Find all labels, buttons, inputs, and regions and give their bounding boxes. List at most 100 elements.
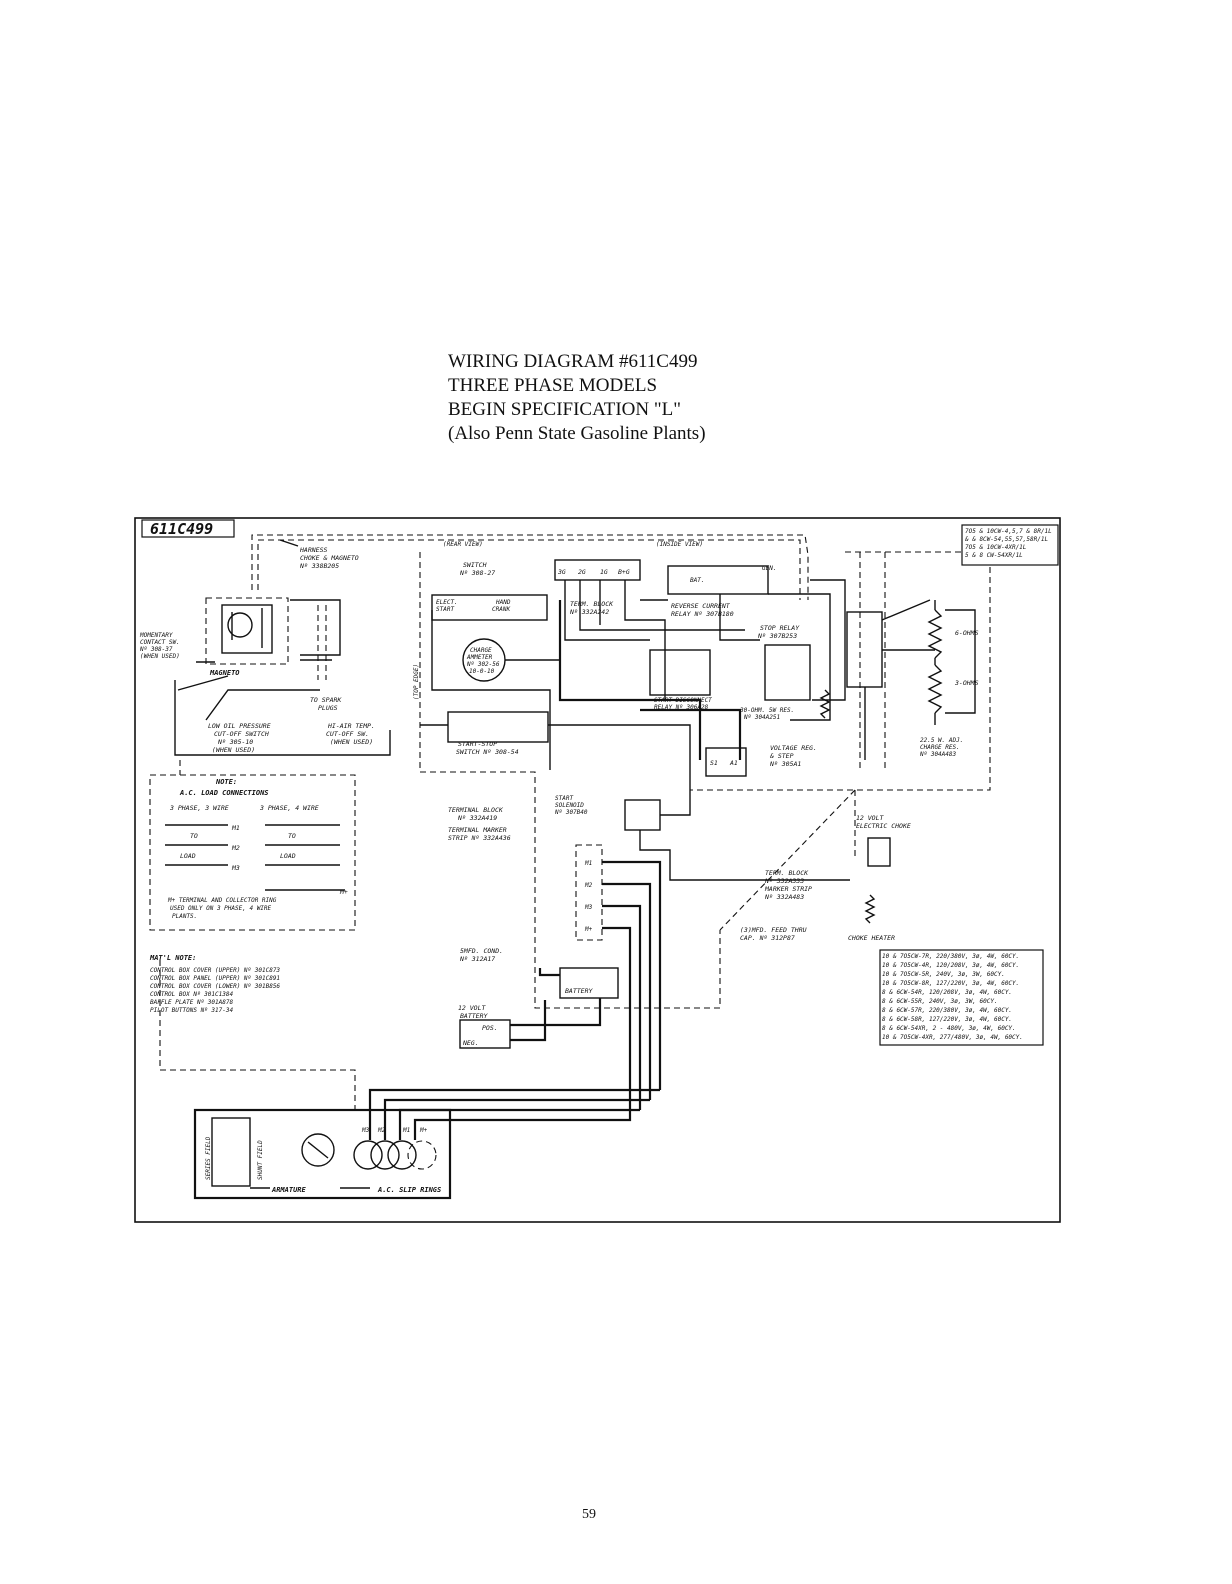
- title-line-4: (Also Penn State Gasoline Plants): [448, 423, 706, 444]
- note-to-left: TO: [190, 832, 198, 840]
- reverse-relay-label: REVERSE CURRENT RELAY Nº 307B180: [671, 602, 734, 618]
- model-row: 10 & 7O5CW-4R, 120/208V, 3ø, 4W, 60CY.: [882, 962, 1019, 969]
- title-line-2: THREE PHASE MODELS: [448, 375, 658, 396]
- stop-relay: [764, 644, 811, 701]
- charge-ammeter-label: CHARGE AMMETER Nº 302-56 10-0-10: [466, 647, 503, 675]
- battery: [559, 967, 619, 999]
- start-stop-switch: [447, 711, 549, 743]
- model-table: [879, 949, 1044, 1046]
- mat-note-lines: CONTROL BOX COVER (UPPER) Nº 301C873 CON…: [150, 967, 284, 1014]
- term-block-right-label: TERM. BLOCK Nº 332A333 MARKER STRIP Nº 3…: [764, 869, 816, 901]
- model-row: 8 & 6CW-54R, 120/208V, 3ø, 4W, 60CY.: [882, 989, 1012, 996]
- feed-thru-label: (3)MFD. FEED THRU CAP. Nº 312P87: [740, 926, 810, 942]
- model-row: 8 & 6CW-54XR, 2 - 480V, 3ø, 4W, 60CY.: [882, 1025, 1016, 1032]
- note-m2: M2: [231, 844, 240, 852]
- generator-box: [193, 1108, 452, 1200]
- cond-label: 5MFD. COND. Nº 312A17: [459, 947, 507, 963]
- model-table-rows: 10 & 7O5CW-7R, 220/380V, 3ø, 4W, 60CY. 1…: [882, 953, 1023, 1041]
- model-row: 10 & 7O5CW-5R, 240V, 3ø, 3W, 60CY.: [882, 971, 1005, 978]
- elect-start-label: ELECT. START: [436, 599, 461, 613]
- note-col1: 3 PHASE, 3 WIRE: [169, 804, 229, 812]
- neg-label: NEG.: [462, 1039, 479, 1047]
- choke-heater-label: CHOKE HEATER: [848, 934, 895, 942]
- note-load-right: LOAD: [280, 852, 296, 860]
- rear-view-label: (REAR VIEW): [443, 541, 483, 548]
- low-oil-switch-label: LOW OIL PRESSURE CUT-OFF SWITCH Nº 305-1…: [208, 722, 275, 754]
- note-load-left: LOAD: [180, 852, 196, 860]
- top-right-models: 7O5 & 10CW-4,5,7 & 8R/1L & & 8CW-54,55,5…: [964, 528, 1055, 559]
- control-box-outline: [419, 552, 721, 1009]
- electric-choke: [867, 837, 891, 867]
- note-to-right: TO: [288, 832, 296, 840]
- model-row: 10 & 7O5CW-8R, 127/220V, 3ø, 4W, 60CY.: [882, 980, 1019, 987]
- terminal-strip-box: [575, 844, 603, 941]
- switch-box: [431, 594, 548, 621]
- model-row: 8 & 6CW-58R, 127/220V, 3ø, 4W, 60CY.: [882, 1016, 1012, 1023]
- gen-label: GEN.: [762, 565, 776, 572]
- electric-choke-label: 12 VOLT ELECTRIC CHOKE: [856, 814, 911, 830]
- choke-heater-coil: [864, 894, 876, 924]
- inside-view-label: (INSIDE VIEW): [656, 541, 703, 548]
- hi-air-switch-label: HI-AIR TEMP. CUT-OFF SW. (WHEN USED): [326, 722, 379, 746]
- resistor-30-label: 30-OHM. 5W RES. Nº 304A251: [739, 707, 798, 721]
- ohms-3-label: 3-OHMS: [954, 679, 979, 687]
- reverse-current-relay: [667, 565, 769, 595]
- drawing-number-box: [141, 519, 235, 538]
- s1-label: S1: [710, 759, 718, 767]
- armature-icon: [301, 1133, 335, 1167]
- ring-m2: M2: [377, 1127, 386, 1134]
- stop-relay-label: STOP RELAY Nº 307B253: [757, 624, 803, 640]
- slip-ring-1: [353, 1140, 383, 1170]
- pos-label: POS.: [482, 1024, 498, 1032]
- harness-route: [251, 534, 809, 600]
- slip-ring-2: [370, 1140, 400, 1170]
- field-windings: [211, 1117, 251, 1187]
- spark-plugs-label: TO SPARK PLUGS: [310, 696, 345, 712]
- resistor-6-ohm: [927, 609, 943, 659]
- note-footnote: M+ TERMINAL AND COLLECTOR RING USED ONLY…: [167, 897, 280, 920]
- voltage-regulator: [705, 747, 747, 777]
- drawing-number: 611C499: [150, 520, 213, 538]
- hand-crank-label: HAND CRANK: [492, 599, 514, 613]
- resistor-3-ohm: [927, 664, 943, 714]
- diagram-frame: [134, 517, 1061, 1223]
- switch-label: SWITCH Nº 308-27: [459, 561, 495, 577]
- magneto-icon: [221, 604, 273, 654]
- mat-note-title: MAT'L NOTE:: [149, 954, 196, 962]
- battery-label: BATTERY: [565, 987, 593, 995]
- page-number: 59: [582, 1507, 596, 1522]
- battery-12v-label: 12 VOLT BATTERY: [458, 1004, 489, 1020]
- slip-rings-label: A.C. SLIP RINGS: [377, 1186, 441, 1194]
- ring-m1: M1: [402, 1127, 410, 1134]
- title-line-3: BEGIN SPECIFICATION "L": [448, 399, 681, 420]
- term-block-top: [554, 559, 641, 581]
- harness-label: HARNESS CHOKE & MAGNETO Nº 338B205: [299, 546, 363, 570]
- ms-m4: M+: [584, 926, 593, 933]
- note-m1: M1: [231, 824, 240, 832]
- diagram-title-block: WIRING DIAGRAM #611C499 THREE PHASE MODE…: [448, 350, 868, 446]
- shunt-field-label: SHUNT FIELD: [257, 1140, 264, 1180]
- ms-m1: M1: [584, 860, 592, 867]
- terminal-3g: 3G: [557, 568, 566, 576]
- slip-ring-3: [387, 1140, 417, 1170]
- ac-leads: [368, 960, 660, 1140]
- note-subtitle: A.C. LOAD CONNECTIONS: [179, 789, 269, 797]
- slip-ring-4: [407, 1140, 437, 1170]
- start-disconnect-relay: [649, 649, 711, 696]
- model-row: 8 & 6CW-55R, 240V, 3ø, 3W, 60CY.: [882, 998, 998, 1005]
- charge-resistor-bracket: [846, 611, 883, 688]
- start-stop-label: START-STOP SWITCH Nº 308-54: [456, 740, 519, 756]
- top-edge-label: (TOP EDGE): [413, 664, 420, 700]
- ring-m3: M3: [361, 1127, 370, 1134]
- start-solenoid-label: START SOLENOID Nº 307B40: [554, 795, 588, 816]
- note-m4: M+: [339, 888, 348, 896]
- charge-res-label: 22.5 W. ADJ. CHARGE RES. Nº 304A483: [919, 737, 967, 758]
- series-field-label: SERIES FIELD: [205, 1136, 212, 1180]
- magneto-label: MAGNETO: [209, 669, 240, 677]
- top-right-models-box: [961, 524, 1059, 566]
- ohms-6-label: 6-OHMS: [955, 629, 979, 637]
- title-line-1: WIRING DIAGRAM #611C499: [448, 351, 698, 372]
- ms-m2: M2: [584, 882, 593, 889]
- note-m3: M3: [231, 864, 240, 872]
